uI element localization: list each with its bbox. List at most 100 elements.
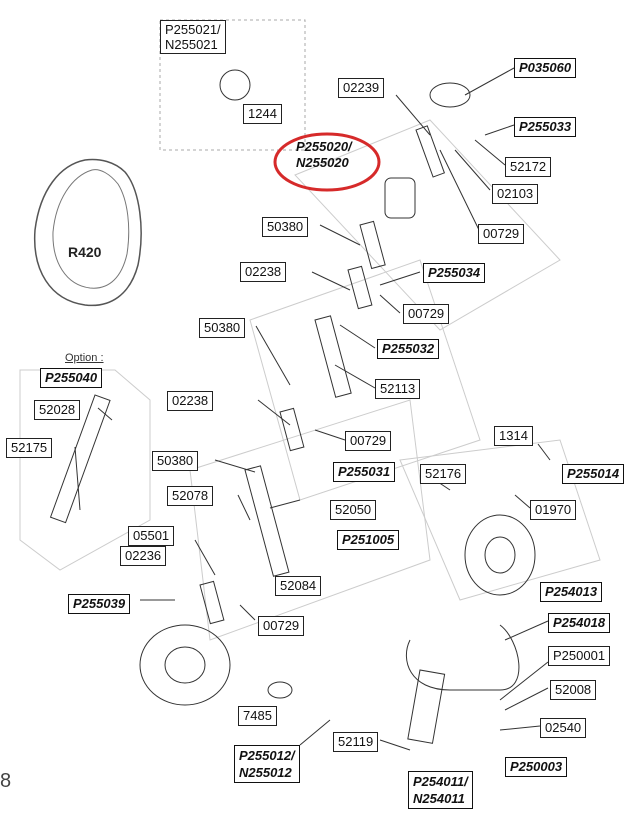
part-label-01970: 01970 — [530, 500, 577, 520]
lower-tube — [244, 465, 290, 577]
leader-line — [314, 429, 346, 441]
part-label-05501: 05501 — [128, 526, 175, 546]
leader-line — [395, 94, 431, 136]
leader-line — [474, 139, 506, 166]
leader-line — [439, 149, 481, 233]
part-label-02540: 02540 — [540, 718, 587, 738]
reel-hub — [484, 536, 516, 574]
part-label-p035060: P035060 — [514, 58, 577, 78]
part-label-p254011: P254011/ N254011 — [408, 771, 473, 809]
part-label-52028: 52028 — [34, 400, 81, 420]
cap-part — [429, 82, 471, 108]
option-tube — [49, 394, 111, 524]
part-label-p250003: P250003 — [505, 757, 568, 777]
group-frame-reel — [399, 439, 601, 601]
connector-tube-b — [279, 407, 305, 452]
part-label-00729-c: 00729 — [345, 431, 392, 451]
part-label-52172: 52172 — [505, 157, 552, 177]
part-label-50380-a: 50380 — [262, 217, 309, 237]
leader-line — [499, 725, 541, 731]
middle-tube — [314, 315, 352, 398]
part-label-52119: 52119 — [333, 732, 379, 752]
part-label-p255033: P255033 — [514, 117, 577, 137]
leader-line — [499, 661, 549, 701]
part-label-00729-a: 00729 — [478, 224, 525, 244]
part-label-02103: 02103 — [492, 184, 539, 204]
leader-line — [311, 271, 351, 291]
part-label-52008: 52008 — [550, 680, 597, 700]
leader-line — [299, 719, 331, 746]
part-label-02239: 02239 — [338, 78, 385, 98]
leader-line — [319, 224, 361, 246]
part-label-p255020: P255020/ N255020 — [296, 139, 352, 170]
highlight-ring — [273, 132, 381, 192]
leader-line — [379, 294, 401, 314]
part-label-p255039: P255039 — [68, 594, 131, 614]
part-label-p255012: P255012/ N255012 — [234, 745, 300, 783]
part-label-p250001: P250001 — [548, 646, 611, 666]
r420-label: R420 — [68, 244, 102, 260]
group-frame-top — [159, 19, 306, 151]
group-frame-upper — [294, 119, 561, 331]
connector-tube-a — [347, 265, 373, 310]
part-label-p255021: P255021/ N255021 — [160, 20, 226, 54]
base-reel-part — [139, 624, 231, 706]
top-tube — [415, 125, 446, 178]
part-label-52176: 52176 — [420, 464, 467, 484]
leader-line — [194, 539, 216, 576]
part-label-00729-d: 00729 — [258, 616, 305, 636]
part-label-p255014: P255014 — [562, 464, 625, 484]
part-label-1314: 1314 — [494, 426, 533, 446]
part-label-50380-c: 50380 — [152, 451, 199, 471]
r420-profile-inner — [52, 169, 130, 289]
leader-line — [214, 459, 256, 473]
stand-tube — [407, 669, 446, 744]
leader-line — [237, 494, 251, 521]
part-label-50380-b: 50380 — [199, 318, 246, 338]
group-frame-lower — [189, 399, 431, 641]
leader-line — [269, 499, 301, 509]
part-label-p255040: P255040 — [40, 368, 103, 388]
part-label-p254013: P254013 — [540, 582, 603, 602]
part-label-p255034: P255034 — [423, 263, 486, 283]
part-label-7485: 7485 — [238, 706, 277, 726]
edge-digit: 8 — [0, 770, 12, 792]
connector-tube-c — [199, 580, 225, 625]
upper-tube — [359, 220, 386, 270]
leader-line — [379, 739, 411, 751]
leader-line — [464, 67, 515, 96]
part-label-p251005: P251005 — [337, 530, 400, 550]
leader-line — [255, 325, 291, 386]
leader-line — [97, 407, 113, 421]
leader-line — [514, 494, 531, 509]
part-label-p254018: P254018 — [548, 613, 611, 633]
leader-line — [454, 149, 491, 191]
option-caption: Option : — [65, 352, 104, 364]
part-label-52113: 52113 — [375, 379, 421, 399]
reel-part — [464, 514, 536, 596]
head-part — [384, 177, 416, 219]
part-label-52175: 52175 — [6, 438, 53, 458]
part-label-02238-a: 02238 — [240, 262, 287, 282]
leader-line — [484, 124, 515, 136]
part-label-52050: 52050 — [330, 500, 377, 520]
leader-line — [239, 604, 256, 621]
part-label-02238-b: 02238 — [167, 391, 214, 411]
leader-line — [504, 687, 549, 711]
leader-line — [334, 364, 376, 389]
base-reel-hub — [164, 646, 206, 684]
group-frame-option — [19, 369, 151, 571]
small-knob-part — [267, 681, 293, 699]
leader-line — [504, 620, 549, 641]
part-label-02236: 02236 — [120, 546, 167, 566]
leader-line — [379, 271, 421, 286]
leader-line — [339, 324, 376, 349]
part-label-p255032: P255032 — [377, 339, 440, 359]
part-label-1244: 1244 — [243, 104, 282, 124]
r420-profile — [33, 158, 142, 307]
part-label-p255031: P255031 — [333, 462, 396, 482]
stand-frame — [405, 624, 520, 691]
leader-line — [74, 446, 81, 511]
